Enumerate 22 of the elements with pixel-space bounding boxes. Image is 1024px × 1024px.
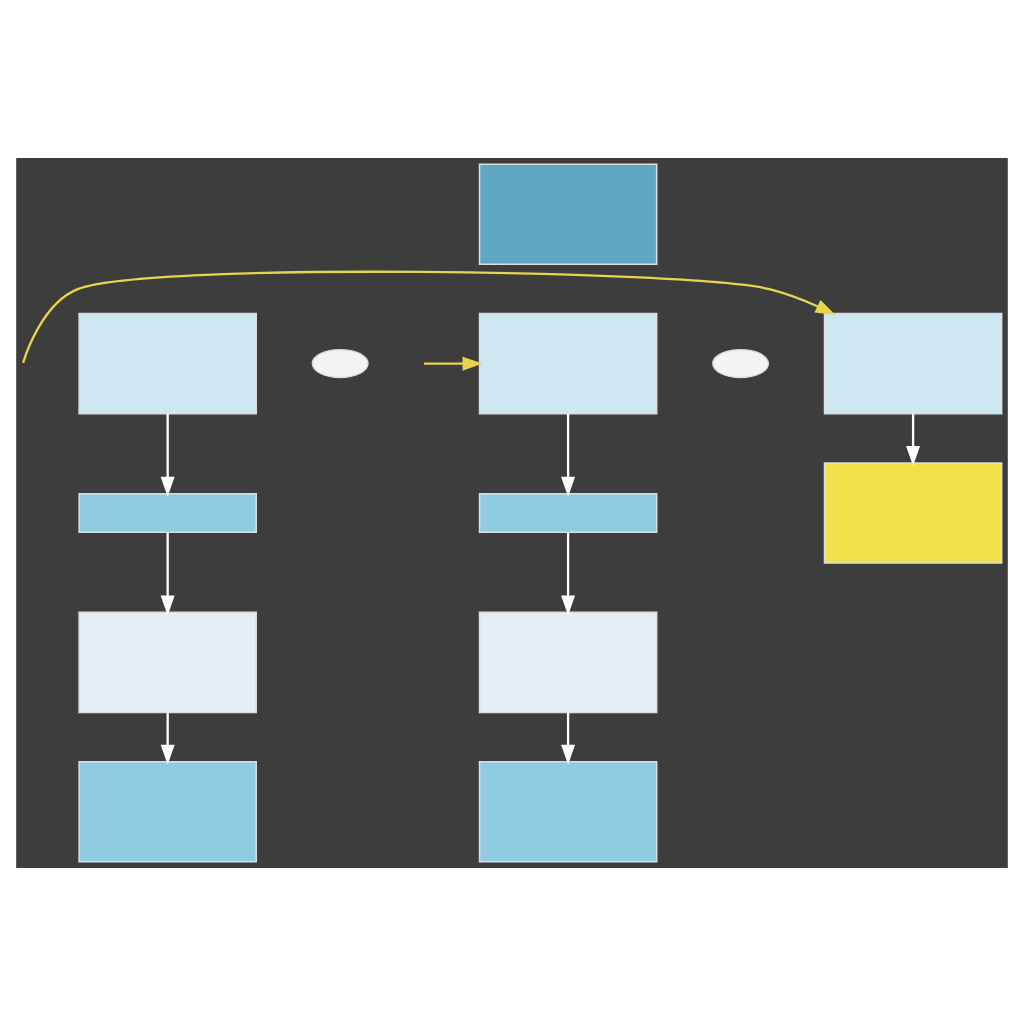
node-bar bbox=[478, 492, 658, 532]
node-ellipse bbox=[712, 348, 770, 378]
arrow bbox=[561, 531, 576, 615]
arrow bbox=[906, 412, 921, 465]
node-box bbox=[478, 311, 658, 414]
node-box bbox=[478, 610, 658, 713]
arrow bbox=[160, 412, 175, 496]
arrow bbox=[561, 412, 576, 496]
node-box bbox=[823, 311, 1003, 414]
node-box bbox=[478, 162, 658, 265]
arrow bbox=[160, 711, 175, 764]
node-ellipse bbox=[311, 348, 369, 378]
node-box bbox=[478, 759, 658, 862]
arrow bbox=[423, 355, 483, 370]
arrow bbox=[160, 531, 175, 615]
arrow bbox=[561, 711, 576, 764]
arrow bbox=[22, 269, 836, 363]
node-box bbox=[823, 461, 1003, 563]
node-bar bbox=[78, 492, 257, 532]
node-box bbox=[78, 610, 257, 713]
node-box bbox=[78, 759, 257, 862]
node-box bbox=[78, 311, 257, 414]
